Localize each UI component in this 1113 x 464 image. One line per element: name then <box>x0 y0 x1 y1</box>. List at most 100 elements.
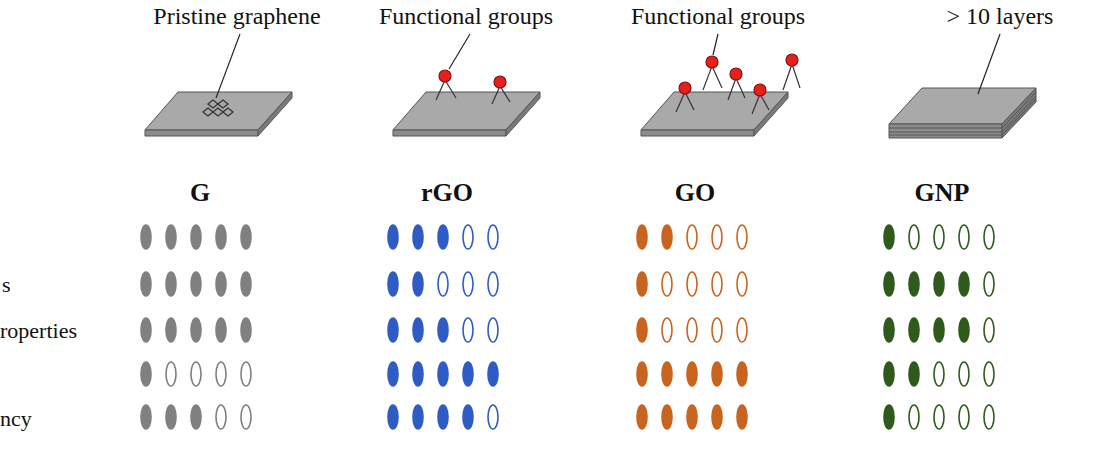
material-label: G <box>190 180 210 206</box>
rating-dot <box>884 405 894 429</box>
header-label: Functional groups <box>631 4 805 28</box>
rating-dot <box>884 272 894 296</box>
rating-dot <box>438 272 448 296</box>
rating-dot <box>488 362 498 386</box>
rating-dot <box>712 362 722 386</box>
rating-dot <box>934 318 944 342</box>
material-label: GO <box>675 180 715 206</box>
rating-dot <box>241 272 251 296</box>
rating-dot <box>241 362 251 386</box>
rating-dot <box>687 272 697 296</box>
rating-dot <box>216 225 226 249</box>
rating-dot <box>488 318 498 342</box>
rating-dot <box>488 405 498 429</box>
rating-dot <box>637 318 647 342</box>
rating-dot <box>216 362 226 386</box>
rating-dot <box>141 362 151 386</box>
rating-dot <box>438 225 448 249</box>
rating-dot <box>388 272 398 296</box>
rating-dot <box>141 318 151 342</box>
rating-dot <box>909 318 919 342</box>
header-label: > 10 layers <box>947 4 1054 28</box>
rating-dot <box>637 272 647 296</box>
rating-dot <box>909 272 919 296</box>
row-label: ncy <box>0 408 32 430</box>
rating-dot <box>488 272 498 296</box>
rating-dot <box>959 318 969 342</box>
rating-dot <box>737 405 747 429</box>
rating-dot <box>984 272 994 296</box>
rating-dot <box>413 272 423 296</box>
rating-dot <box>737 272 747 296</box>
rating-dot <box>463 272 473 296</box>
rating-dot <box>488 225 498 249</box>
rating-dot <box>438 362 448 386</box>
rating-dot <box>662 405 672 429</box>
rating-dot <box>413 405 423 429</box>
rating-dot <box>884 362 894 386</box>
rating-dot <box>191 405 201 429</box>
rating-dot <box>637 362 647 386</box>
rating-dot <box>191 272 201 296</box>
rating-dot <box>166 362 176 386</box>
rating-dot <box>216 318 226 342</box>
rating-dot <box>662 362 672 386</box>
rating-dot <box>438 405 448 429</box>
rating-dot <box>166 225 176 249</box>
rating-dot <box>737 318 747 342</box>
rating-dot <box>637 225 647 249</box>
rating-dot <box>984 318 994 342</box>
rating-dot <box>191 362 201 386</box>
rating-dot <box>388 318 398 342</box>
rating-dot <box>884 318 894 342</box>
rating-dot <box>934 362 944 386</box>
rating-dot <box>141 272 151 296</box>
rating-dot <box>737 362 747 386</box>
rating-dot <box>463 362 473 386</box>
rating-dot <box>712 405 722 429</box>
rating-dot <box>984 362 994 386</box>
rating-dot <box>141 405 151 429</box>
rating-dot <box>712 318 722 342</box>
rating-dot <box>984 225 994 249</box>
rating-dot <box>241 405 251 429</box>
rating-dot <box>959 225 969 249</box>
rating-dot <box>662 272 672 296</box>
rating-dot <box>687 318 697 342</box>
rating-dot <box>934 272 944 296</box>
defect-pattern <box>203 100 233 116</box>
rating-dot <box>166 318 176 342</box>
rating-dot <box>141 225 151 249</box>
material-label: GNP <box>915 180 970 206</box>
row-label: roperties <box>0 320 77 342</box>
rating-dot <box>959 272 969 296</box>
rating-dot <box>216 405 226 429</box>
rating-dot <box>413 225 423 249</box>
rating-dot <box>712 272 722 296</box>
rating-dot <box>191 225 201 249</box>
rating-dot <box>959 405 969 429</box>
rating-dot <box>934 405 944 429</box>
rating-dot <box>191 318 201 342</box>
rating-dot <box>388 405 398 429</box>
rating-dots <box>141 225 994 429</box>
rating-dot <box>909 405 919 429</box>
rating-dot <box>884 225 894 249</box>
rating-dot <box>216 272 226 296</box>
rating-dot <box>463 318 473 342</box>
rating-dot <box>463 405 473 429</box>
rating-dot <box>687 405 697 429</box>
rating-dot <box>241 318 251 342</box>
rating-dot <box>737 225 747 249</box>
rating-dot <box>413 318 423 342</box>
header-label: Pristine graphene <box>153 4 320 28</box>
header-label: Functional groups <box>379 4 553 28</box>
rating-dot <box>662 318 672 342</box>
rating-dot <box>438 318 448 342</box>
rating-dot <box>984 405 994 429</box>
rating-dot <box>662 225 672 249</box>
rating-dot <box>934 225 944 249</box>
rating-dot <box>959 362 969 386</box>
